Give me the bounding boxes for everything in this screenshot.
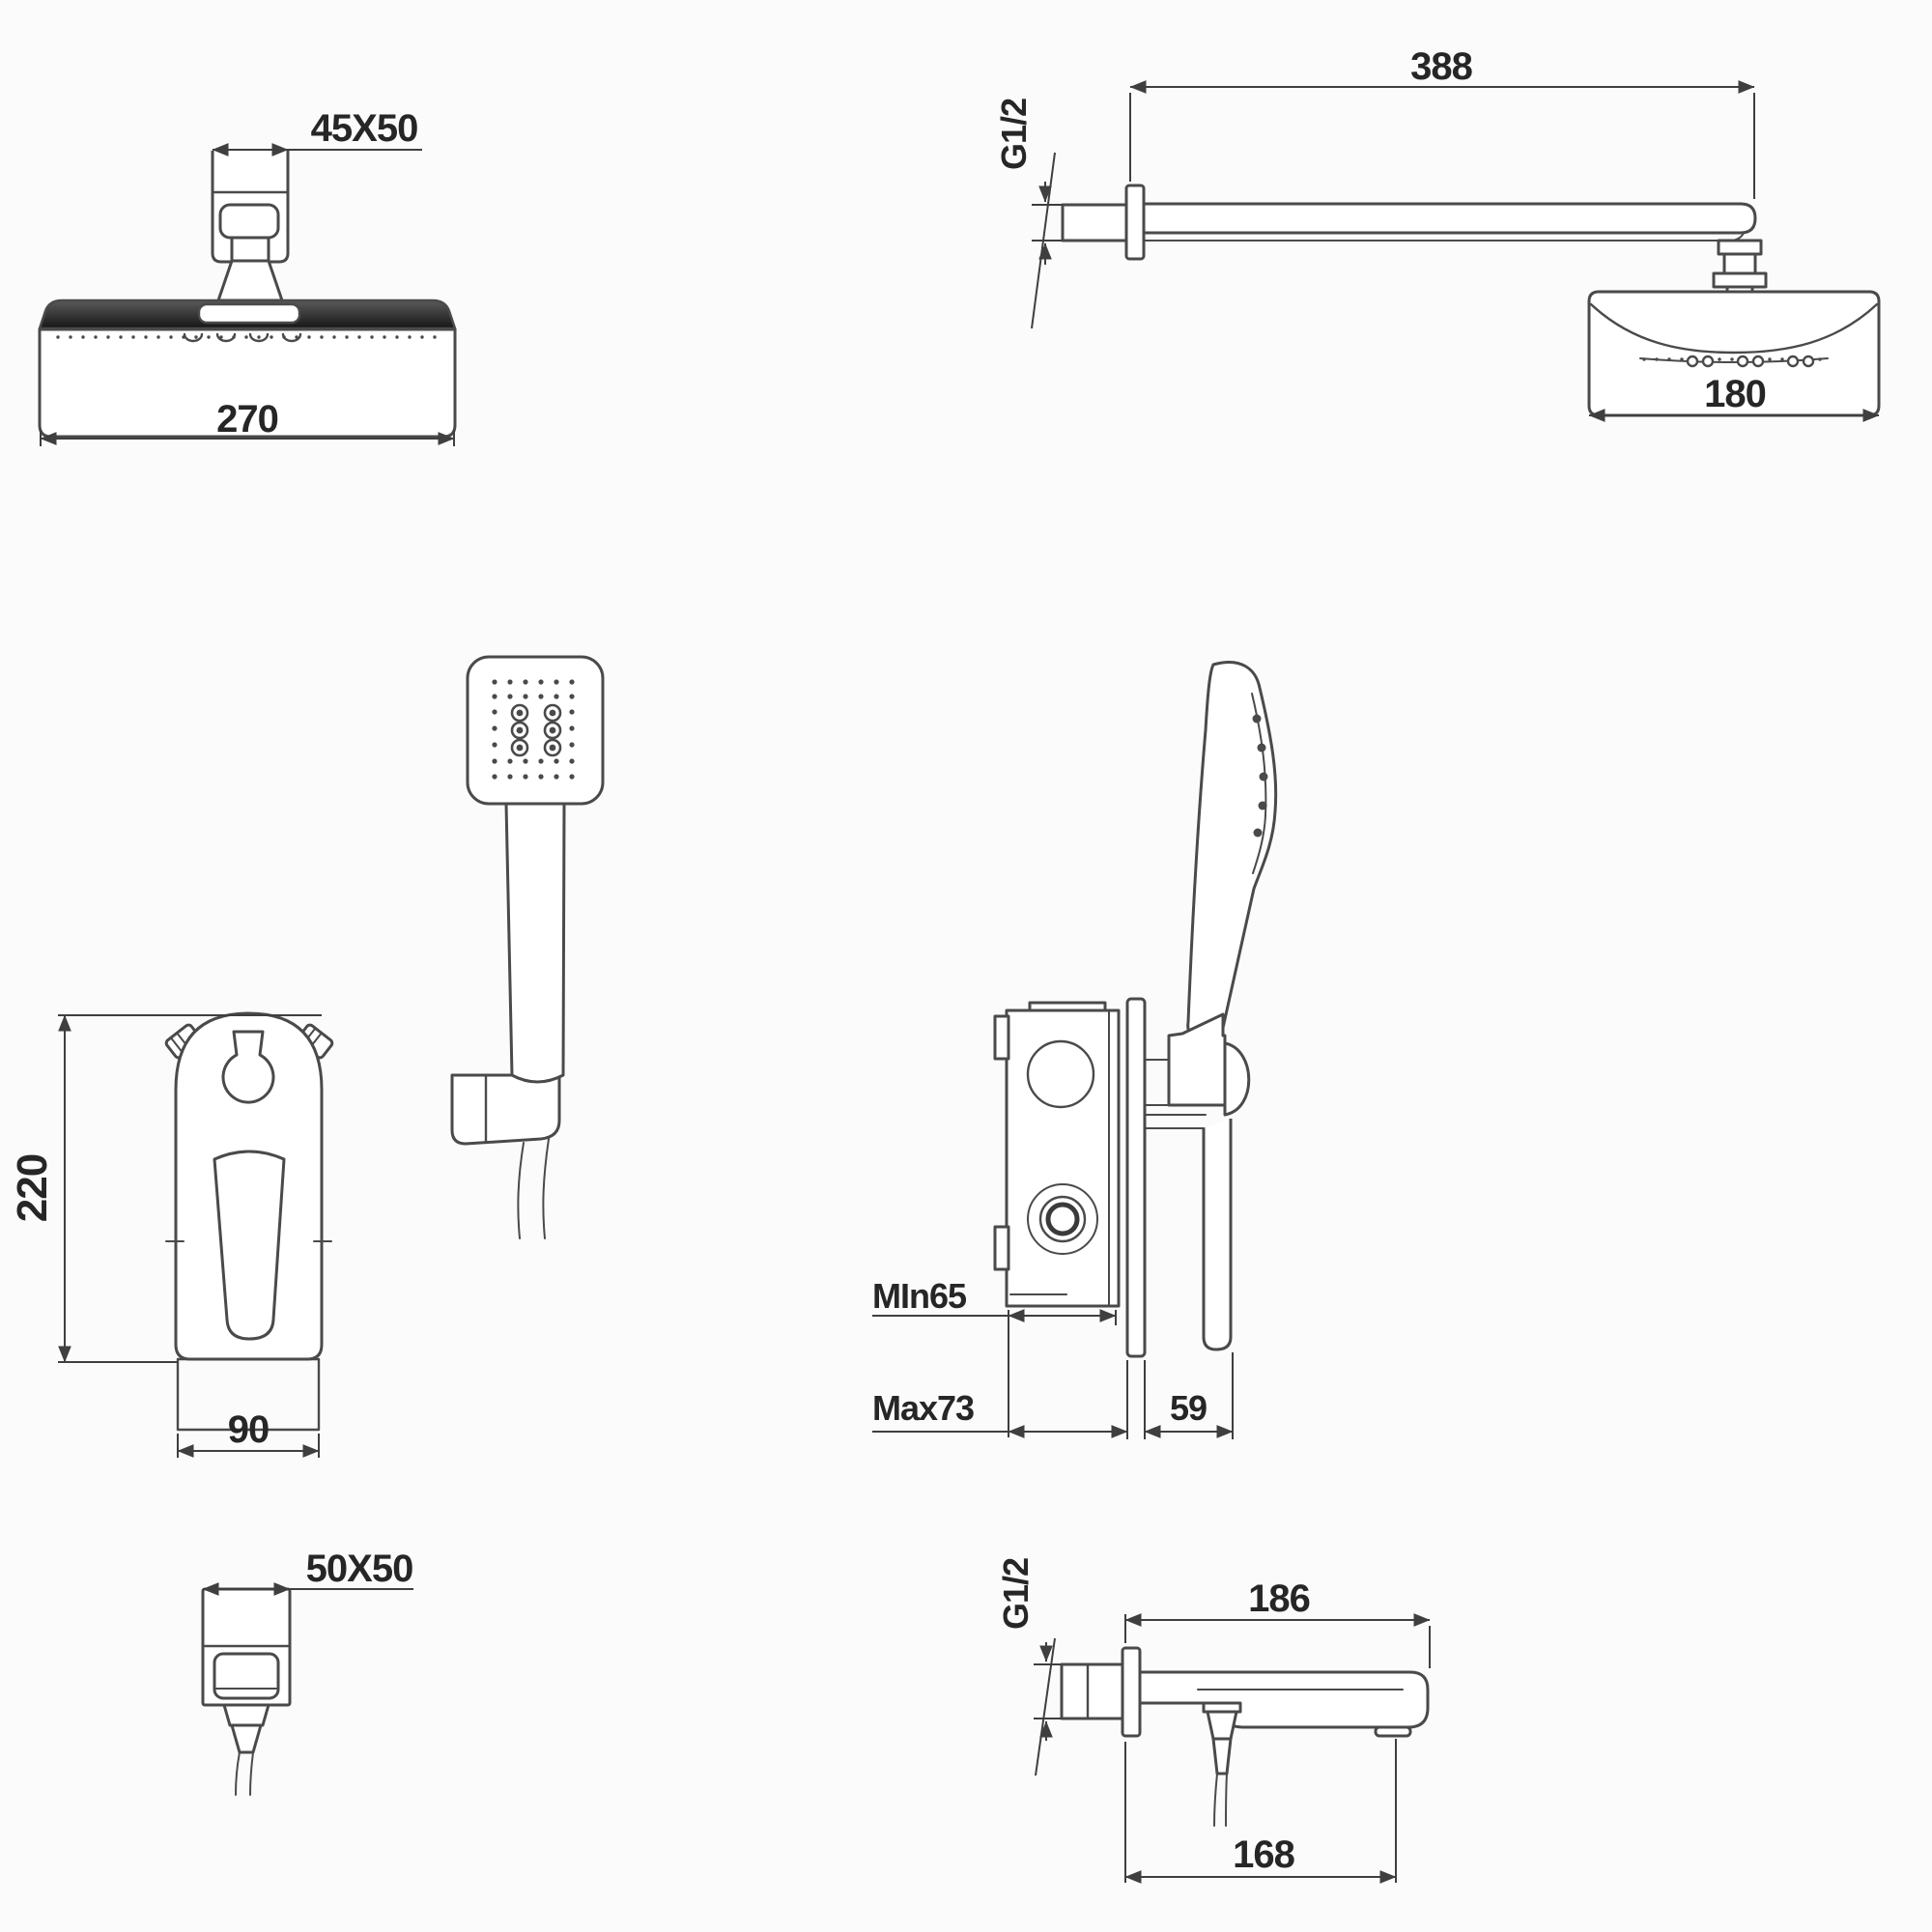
wall-holder [450,1073,561,1146]
dim-label-g12-top: G1/2 [994,99,1034,170]
nozzle-bumps [183,332,302,343]
spout-hose-connector [1202,1701,1242,1827]
dim-label-220: 220 [9,1154,56,1222]
outlet-hose-left [235,1751,241,1796]
outlet-body [213,1652,280,1700]
dim-label-59: 59 [1170,1388,1207,1428]
figure-shower-arm-side: 388 G1/2 180 [994,45,1881,422]
dim-label-90: 90 [228,1408,270,1451]
head-side-nozzle-dots [1642,355,1822,368]
figure-mixer-side: MIn65 Max73 59 [872,661,1278,1439]
valve-box-below [176,1357,321,1432]
dim-label-388: 388 [1410,45,1472,88]
outlet-hose-right [249,1751,254,1796]
dim-label-180: 180 [1704,373,1766,415]
hose-elbow [1223,1041,1251,1117]
dim-label-270: 270 [216,398,278,440]
arm-bar [1142,202,1757,235]
figure-bath-spout-side: G1/2 186 168 [996,1558,1431,1884]
head-side-bowl-curve [1589,302,1879,355]
lever-handle-cutout [213,1150,286,1341]
spout-nipple [1060,1662,1124,1720]
figure-overhead-shower-front: 45X50 270 [38,107,457,446]
wand-holder-side [1167,1012,1227,1107]
valve-knob [1027,1183,1098,1255]
hand-shower-head [466,655,605,806]
arm-pivot [218,203,280,240]
spout-flange [1121,1646,1142,1738]
arm-cone [216,259,284,302]
diverter-keyhole [221,1030,275,1104]
hand-shower-spray-face [492,679,575,780]
wand-nozzle-dots [1252,714,1268,838]
dim-label-168: 168 [1233,1833,1294,1876]
dim-label-50x50: 50X50 [306,1548,413,1590]
valve-body [1005,1009,1121,1308]
outlet-neck [222,1703,270,1727]
wand-side [1186,661,1278,1041]
figure-hand-shower [450,655,605,1239]
trim-plate-edge [1125,997,1147,1358]
hose-line-right [542,1138,550,1239]
spout-body [1138,1670,1430,1729]
figure-wall-outlet-front: 50X50 [201,1548,413,1796]
wall-flange [1124,184,1146,261]
figure-mixer-front: 220 90 [9,1011,334,1458]
nozzle-dot-row [56,335,437,339]
wall-nipple [1061,203,1128,242]
hose-line-left [517,1142,525,1239]
spout-mouth-lip [1374,1725,1412,1738]
dim-label-g12-bottom: G1/2 [996,1558,1036,1630]
hand-shower-handle [504,802,566,1084]
valve-tab-bottom [993,1225,1010,1271]
hose-cover-strip [1202,1119,1233,1351]
arm-head-connector [1712,239,1768,304]
arm-neck [230,236,270,263]
head-stem-notch [197,302,301,325]
dim-label-45x50: 45X50 [311,107,418,150]
hose-nut [230,1723,263,1754]
dim-label-min65: MIn65 [872,1276,967,1316]
valve-tab-top [993,1014,1010,1061]
dim-label-186: 186 [1248,1577,1310,1620]
valve-upper-port [1026,1039,1095,1109]
dim-label-max73: Max73 [872,1388,974,1428]
